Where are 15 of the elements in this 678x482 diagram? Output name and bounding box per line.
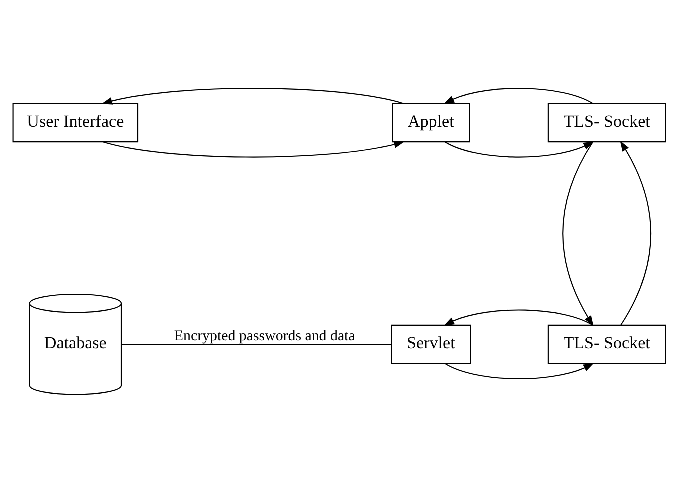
- node-box: TLS- Socket: [547, 102, 666, 142]
- arrow: [620, 140, 652, 325]
- arrow: [444, 140, 594, 158]
- arrow: [101, 88, 403, 104]
- arrow: [444, 362, 594, 379]
- connector: [121, 344, 391, 345]
- node-box: User Interface: [12, 102, 138, 142]
- edge-label: Encrypted passwords and data: [174, 328, 355, 344]
- arrow: [102, 140, 404, 158]
- arrow: [443, 88, 593, 104]
- node-box: TLS- Socket: [547, 324, 666, 364]
- arrow: [443, 309, 593, 326]
- node-box: Applet: [392, 102, 470, 142]
- node-box: Servlet: [390, 324, 471, 364]
- arrow: [562, 141, 594, 326]
